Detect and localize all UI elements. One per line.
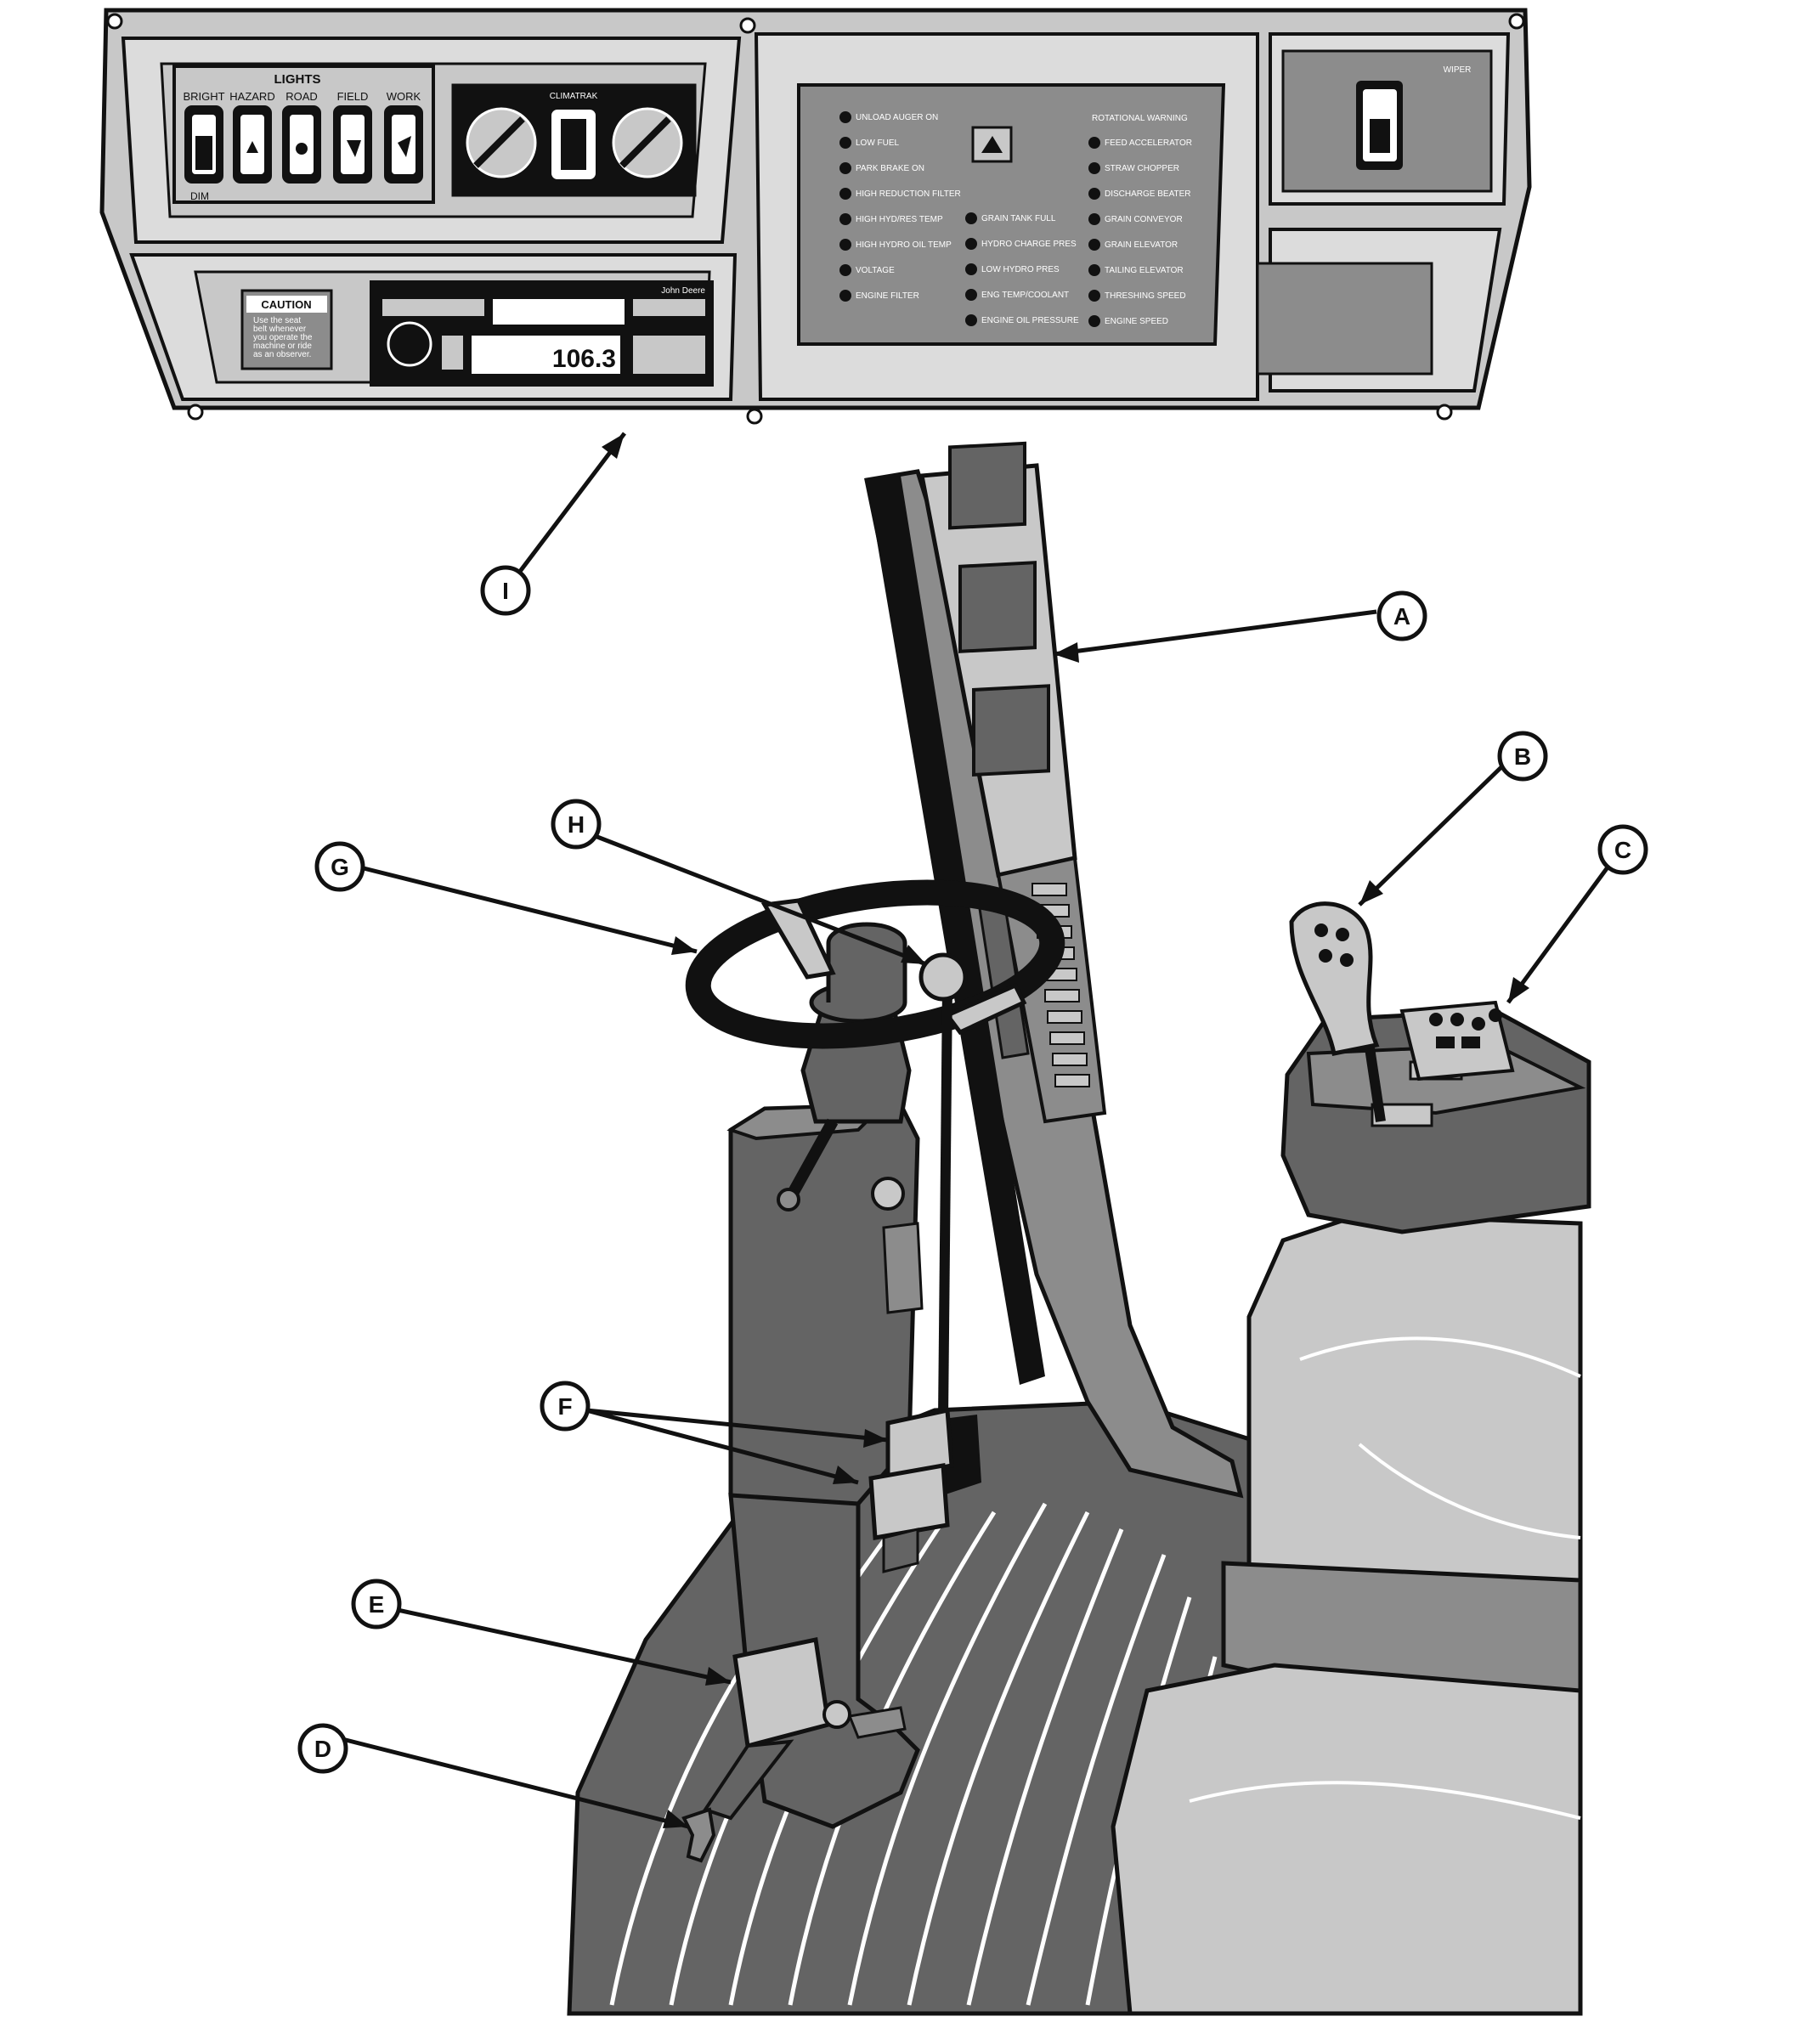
callout-a: A	[1393, 603, 1410, 630]
deere-logo	[971, 126, 1013, 163]
caution-line-4: machine or ride	[253, 342, 312, 351]
ind-center-3: LOW HYDRO PRES	[981, 265, 1060, 274]
switch-label-hazard: HAZARD	[229, 90, 274, 103]
callout-g: G	[331, 854, 349, 880]
switch-label-road: ROAD	[285, 90, 318, 103]
ind-right-8: ENGINE SPEED	[1105, 317, 1168, 326]
dim-label: DIM	[190, 190, 209, 202]
callout-leaders	[335, 432, 1617, 1829]
ind-right-6: TAILING ELEVATOR	[1105, 266, 1184, 275]
ind-right-1: FEED ACCELERATOR	[1105, 138, 1192, 148]
ind-left-5: HIGH HYD/RES TEMP	[856, 215, 943, 224]
switch-label-bright: BRIGHT	[183, 90, 224, 103]
ind-center-2: HYDRO CHARGE PRES	[981, 240, 1077, 249]
ind-left-6: HIGH HYDRO OIL TEMP	[856, 240, 952, 250]
callout-e: E	[369, 1591, 385, 1618]
operator-seat	[1111, 1212, 1583, 2016]
switch-label-field: FIELD	[337, 90, 369, 103]
blank-gauge-panel	[1256, 262, 1433, 376]
callout-c: C	[1614, 837, 1631, 863]
wiper-label: WIPER	[1444, 65, 1472, 75]
caution-line-3: you operate the	[253, 333, 313, 342]
callout-h: H	[568, 811, 585, 838]
callout-letters: A B C D E F G H I	[314, 578, 1631, 1762]
ind-left-2: LOW FUEL	[856, 138, 900, 148]
lights-switch-labels: BRIGHT HAZARD ROAD FIELD WORK	[183, 90, 421, 103]
tilt-knob	[918, 952, 968, 1002]
ind-right-7: THRESHING SPEED	[1105, 291, 1186, 301]
callout-d: D	[314, 1736, 331, 1762]
right-console	[1280, 901, 1591, 1234]
caution-title: CAUTION	[261, 298, 311, 311]
callout-arrowheads	[602, 433, 1529, 1828]
callout-b: B	[1514, 743, 1531, 770]
a-post-shadow	[867, 476, 1045, 1385]
ind-left-1: UNLOAD AUGER ON	[856, 113, 938, 122]
climatrak-title: CLIMATRAK	[550, 92, 598, 101]
ind-right-5: GRAIN ELEVATOR	[1105, 240, 1178, 250]
caution-line-1: Use the seat	[253, 316, 301, 325]
ind-right-4: GRAIN CONVEYOR	[1105, 215, 1183, 224]
radio-display: 106.3	[552, 345, 616, 373]
ind-right-3: DISCHARGE BEATER	[1105, 189, 1191, 199]
callout-i: I	[502, 578, 509, 604]
indicator-left-column	[839, 111, 851, 302]
ind-center-4: ENG TEMP/COOLANT	[981, 291, 1069, 300]
switch-label-work: WORK	[387, 90, 421, 103]
ind-left-4: HIGH REDUCTION FILTER	[856, 189, 961, 199]
park-pedal	[681, 1807, 716, 1863]
indicator-panel	[797, 83, 1226, 346]
lights-title: LIGHTS	[274, 72, 321, 87]
ind-left-3: PARK BRAKE ON	[856, 164, 924, 173]
ind-right-2: STRAW CHOPPER	[1105, 164, 1179, 173]
callout-bubbles	[297, 565, 1648, 1774]
hydro-handle	[1289, 901, 1380, 1056]
indicator-right-column	[1088, 137, 1100, 327]
caution-line-5: as an observer.	[253, 350, 311, 359]
foot-pedal	[702, 1637, 907, 1821]
radio-brand: John Deere	[661, 286, 705, 296]
steering-wheel	[685, 879, 1065, 1420]
brake-pedals	[868, 1407, 981, 1573]
ind-right-title: ROTATIONAL WARNING	[1092, 114, 1188, 123]
indicator-center-column	[965, 212, 977, 326]
caution-line-2: belt whenever	[253, 325, 307, 334]
callout-f: F	[557, 1393, 572, 1420]
ind-left-8: ENGINE FILTER	[856, 291, 919, 301]
switch-faces	[195, 136, 411, 170]
ind-left-7: VOLTAGE	[856, 266, 895, 275]
dash-panel: LIGHTS BRIGHT HAZARD ROAD FIELD WORK	[99, 8, 1532, 425]
cab-scene	[567, 441, 1591, 2016]
ind-center-5: ENGINE OIL PRESSURE	[981, 316, 1079, 325]
ind-center-1: GRAIN TANK FULL	[981, 214, 1056, 223]
